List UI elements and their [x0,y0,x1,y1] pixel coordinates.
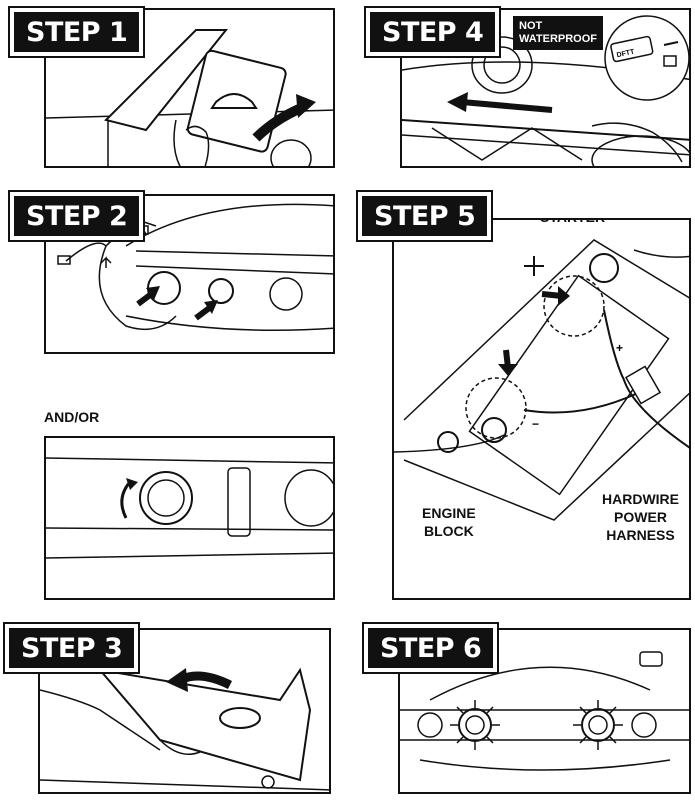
step5-title: STEP 5 [355,190,494,242]
module-brand-text: DFTT [616,48,636,59]
step3-panel [38,628,331,794]
andor-illustration [46,457,333,559]
step5-illustration: + − [394,239,689,521]
step2-title: STEP 2 [7,190,146,242]
step2-illustration [57,203,333,332]
step6-illustration [400,651,689,771]
engine-label-line2: BLOCK [423,523,474,539]
not-waterproof-badge: NOT WATERPROOF [513,16,604,50]
and-or-label: AND/OR [44,409,100,425]
harness-label-line2: POWER [614,509,667,525]
starter-label: STARTER [540,220,605,226]
harness-label: HARDWIRE POWER HARNESS [602,490,679,544]
minus-symbol: − [532,417,539,431]
harness-label-line1: HARDWIRE [602,491,679,507]
andor-panel [44,436,335,600]
engine-block-label: ENGINE BLOCK [422,504,476,540]
step4-illustration: DFTT [402,15,689,166]
engine-label-line1: ENGINE [422,505,476,521]
harness-label-line3: HARNESS [606,527,675,543]
step5-panel: + − STARTER ENGINE BLOCK HARDWIRE POWER … [392,218,691,600]
plus-symbol: + [616,341,623,355]
step3-illustration [40,667,329,791]
step1-title: STEP 1 [7,6,146,58]
step1-panel [44,8,335,168]
step6-title: STEP 6 [361,622,500,674]
step4-title: STEP 4 [363,6,502,58]
step1-illustration [46,29,333,166]
warning-line2: WATERPROOF [519,33,598,45]
warning-line1: NOT [519,20,543,32]
step3-title: STEP 3 [2,622,141,674]
